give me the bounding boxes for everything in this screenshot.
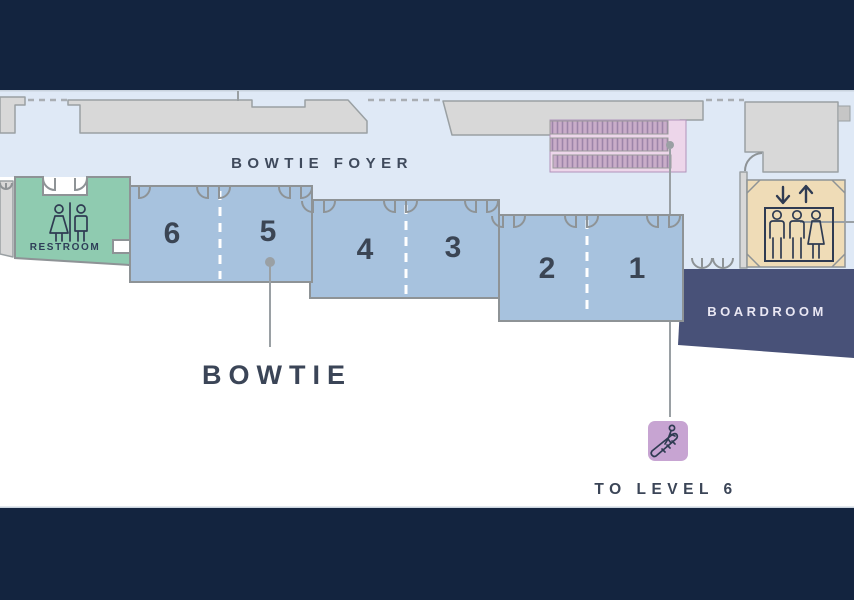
room-block-4-3 [309, 199, 500, 299]
to-level-icon-box [648, 421, 688, 461]
to-level-label: TO LEVEL 6 [594, 481, 737, 498]
person-on-escalator-icon [648, 421, 688, 461]
boardroom-door-arcs [691, 257, 734, 270]
bowtie-suite-label: BOWTIE [202, 360, 352, 390]
elevator-box [746, 179, 846, 268]
foyer-label: BOWTIE FOYER [231, 155, 413, 172]
escalator-band-3 [552, 154, 672, 169]
wall-top-left [0, 96, 26, 134]
bottom-band [0, 508, 854, 600]
wall-top-center [67, 99, 368, 134]
room-number-2: 2 [539, 252, 556, 285]
room-block-6-5 [129, 185, 313, 283]
restroom-door-arcs [42, 177, 88, 192]
restroom-label: RESTROOM [30, 242, 101, 253]
escalator-steps-icon [549, 119, 687, 173]
escalator-callout-dot [666, 141, 674, 149]
elevator-car-frame [764, 207, 834, 262]
boardroom-area [678, 269, 854, 358]
room-number-3: 3 [445, 231, 462, 264]
restroom-room [14, 176, 131, 267]
room-number-1: 1 [629, 252, 646, 285]
room-number-6: 6 [164, 217, 181, 250]
elevator-corner-marks [746, 179, 846, 268]
wall-column [837, 105, 851, 122]
bowtie-callout-dot [265, 257, 275, 267]
door-arc-elevator-wall [743, 152, 763, 172]
room-number-5: 5 [260, 215, 277, 248]
restroom-area: RESTROOM [14, 176, 131, 267]
room-number-4: 4 [357, 233, 374, 266]
wall-elevator-block [744, 101, 839, 173]
down-up-arrows-icon [775, 184, 814, 205]
elevator-people-icon [746, 179, 854, 268]
male-female-restroom-icon [49, 202, 88, 242]
room-block-2-1 [498, 214, 684, 322]
escalator-band-2 [549, 137, 669, 152]
elevator-passengers [769, 209, 825, 259]
top-band [0, 0, 854, 90]
wall-left-strip [0, 180, 14, 258]
escalator-band-1 [549, 120, 669, 135]
wall-elevator-strip [739, 171, 748, 269]
boardroom-label: BOARDROOM [707, 304, 827, 319]
